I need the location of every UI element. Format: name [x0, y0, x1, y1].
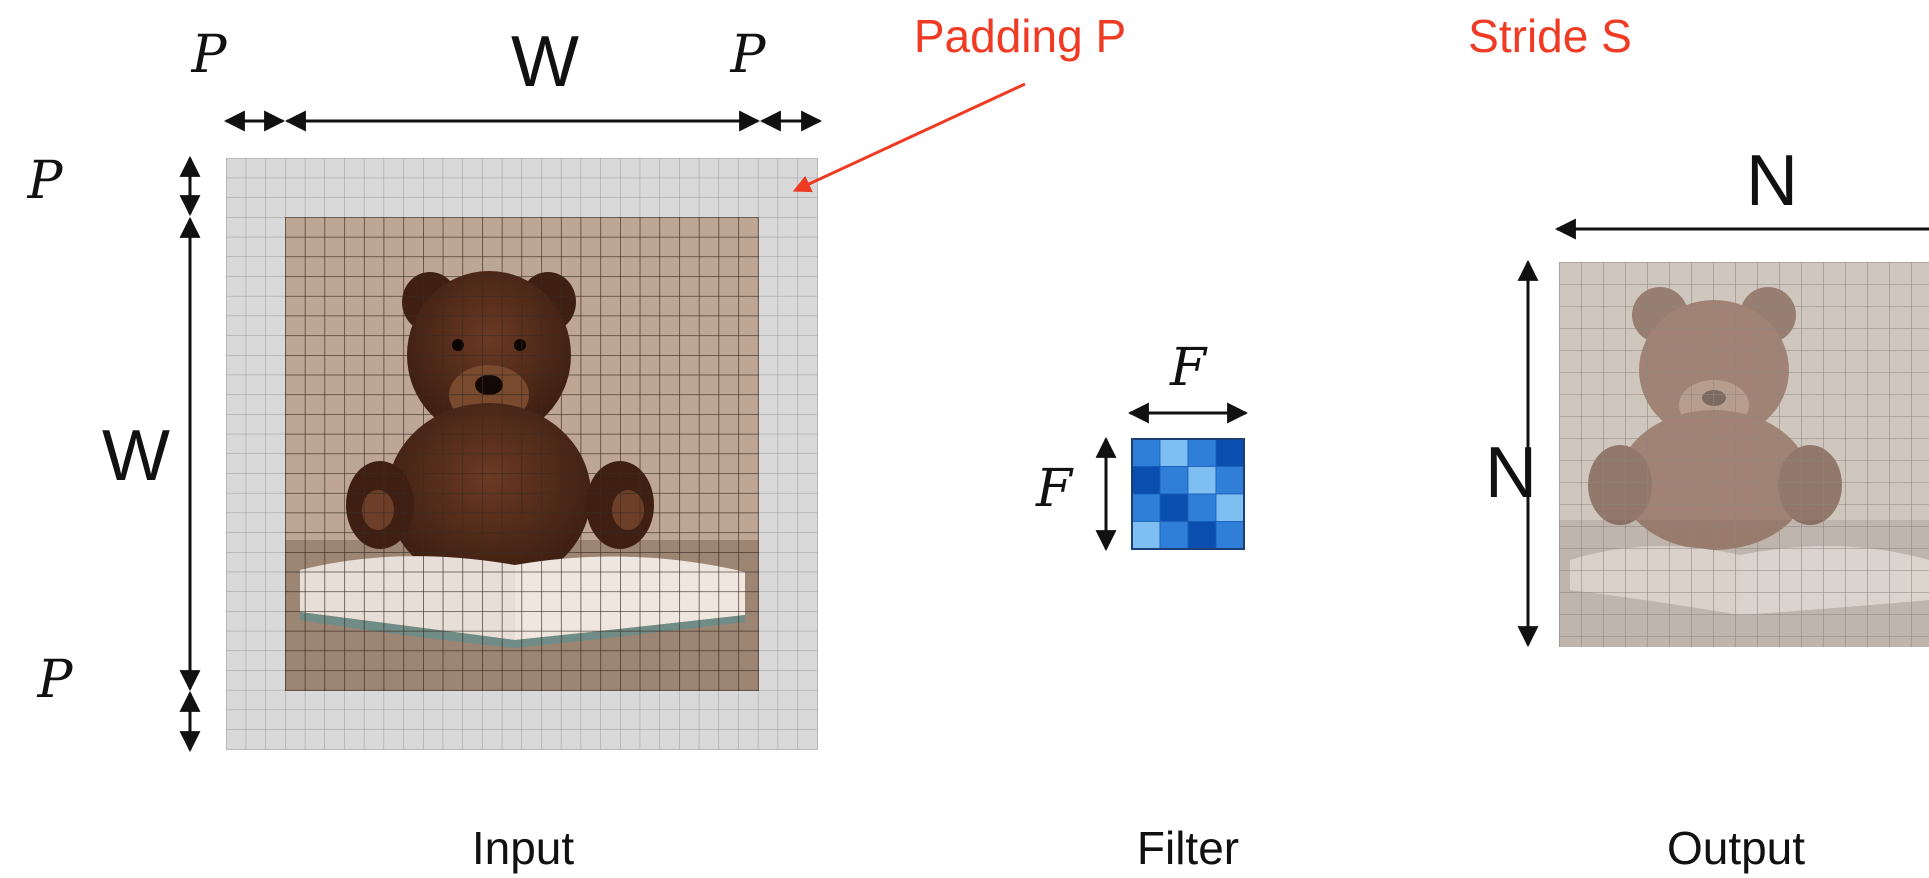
- filter-cell: [1159, 521, 1189, 550]
- filter-height-label: F: [1035, 459, 1074, 519]
- filter-cell: [1131, 493, 1161, 522]
- filter-cell: [1187, 493, 1217, 522]
- filter-cell: [1159, 466, 1189, 495]
- input-panel: [226, 158, 818, 750]
- padding-callout: Padding P: [914, 10, 1126, 62]
- filter-dimension-arrows: [1095, 402, 1249, 552]
- output-caption: Output: [1667, 822, 1805, 874]
- filter-panel: [1131, 438, 1245, 550]
- input-photo: [285, 217, 759, 691]
- input-height-label: W: [102, 416, 170, 496]
- stride-callout: Stride S: [1468, 10, 1632, 62]
- filter-cell: [1215, 438, 1245, 467]
- pad-left-label: P: [191, 25, 228, 85]
- input-width-label: W: [511, 22, 579, 102]
- filter-cell: [1187, 521, 1217, 550]
- filter-cell: [1215, 521, 1245, 550]
- filter-cell: [1187, 438, 1217, 467]
- filter-kernel: [1131, 438, 1245, 550]
- filter-cell: [1131, 521, 1161, 550]
- input-caption: Input: [472, 822, 575, 874]
- pad-top-label: P: [27, 151, 64, 211]
- output-grid: [1559, 262, 1929, 647]
- output-panel: [1559, 262, 1929, 647]
- filter-width-label: F: [1169, 338, 1208, 398]
- filter-cell: [1131, 466, 1161, 495]
- input-grid: [285, 217, 759, 691]
- filter-cell: [1215, 466, 1245, 495]
- output-height-label: N: [1485, 433, 1537, 513]
- output-width-label: N: [1746, 141, 1798, 221]
- filter-cell: [1215, 493, 1245, 522]
- filter-cell: [1187, 466, 1217, 495]
- input-dimension-arrows: [179, 110, 823, 753]
- pad-right-label: P: [730, 25, 767, 85]
- filter-cell: [1159, 438, 1189, 467]
- pad-bottom-label: P: [37, 650, 74, 710]
- filter-cell: [1159, 493, 1189, 522]
- filter-cell: [1131, 438, 1161, 467]
- output-dimension-arrows: [1517, 218, 1929, 648]
- padding-callout-arrow: [792, 82, 1026, 193]
- filter-caption: Filter: [1137, 822, 1239, 874]
